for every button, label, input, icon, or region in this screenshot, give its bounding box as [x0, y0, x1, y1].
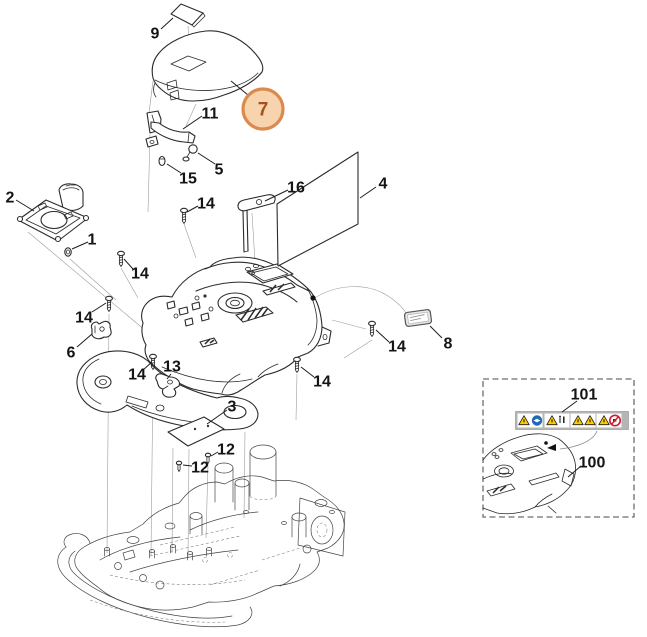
prohibition-icon: [608, 414, 622, 427]
hatched-trim-bar: [262, 282, 296, 296]
callout-11[interactable]: 11: [202, 106, 219, 123]
hatched-label-recess: [235, 306, 274, 323]
part-8-module-drawing: [403, 309, 433, 327]
callout-16[interactable]: 16: [287, 180, 305, 197]
part-4-panel-drawing: [276, 151, 359, 267]
screw-icon: [149, 353, 157, 370]
warning-triangle-icon: [572, 415, 584, 426]
callout-14-b[interactable]: 14: [131, 266, 149, 283]
callout-15[interactable]: 15: [179, 171, 197, 188]
part-101-warning-strip: [515, 411, 629, 430]
callout-14-c[interactable]: 14: [75, 310, 93, 327]
callout-2[interactable]: 2: [6, 190, 15, 207]
callout-7[interactable]: 7: [258, 100, 269, 121]
part-3-plate-drawing: [167, 416, 225, 447]
clip-details: [166, 294, 214, 327]
callout-14-a[interactable]: 14: [197, 196, 215, 213]
part-13-lever-drawing: [155, 373, 180, 398]
callout-9[interactable]: 9: [151, 26, 160, 43]
projection-lines: [27, 25, 407, 559]
part-15-pin-drawing: [158, 155, 166, 167]
part-9-sticker-drawing: [170, 3, 206, 28]
keep-distance-icon: [559, 415, 565, 423]
warning-label-inset-box: 101 100: [482, 378, 635, 518]
callout-12-a[interactable]: 12: [217, 442, 235, 459]
screw-12-drawings: [175, 452, 212, 472]
callout-101[interactable]: 101: [571, 387, 598, 404]
callout-4[interactable]: 4: [379, 176, 388, 193]
part-2-bracket-drawing: [16, 183, 90, 243]
warning-triangle-icon: [518, 415, 530, 426]
warning-triangle-icon: [598, 415, 610, 426]
front-label-recess: [199, 337, 218, 348]
warning-triangle-icon: [546, 415, 558, 426]
chassis-studs: [104, 510, 335, 561]
upper-housing-drawing: [141, 256, 332, 396]
lower-chassis-ghost-drawing: [57, 444, 346, 628]
label-placement-curve: [559, 430, 598, 450]
screw-icon: [180, 207, 188, 224]
callout-5[interactable]: 5: [215, 162, 224, 179]
callout-6[interactable]: 6: [67, 345, 76, 362]
inset-dashed-border: [482, 378, 635, 518]
part-5-fastener-drawing: [182, 144, 198, 162]
screw-14-drawings: [105, 207, 376, 373]
part-7-hood-drawing: [151, 30, 264, 102]
rotary-knob-drawing: [217, 292, 253, 314]
callout-14-d[interactable]: 14: [128, 367, 146, 384]
callout-13[interactable]: 13: [163, 359, 181, 376]
callout-12-b[interactable]: 12: [191, 460, 209, 477]
callout-1[interactable]: 1: [88, 232, 97, 249]
leader-lines: [15, 17, 443, 467]
callout-3[interactable]: 3: [228, 399, 237, 416]
callout-14-f[interactable]: 14: [388, 339, 406, 356]
callout-8[interactable]: 8: [444, 336, 453, 353]
screw-icon: [204, 452, 212, 464]
display-panel: [246, 263, 294, 284]
screw-icon: [293, 356, 301, 373]
part-11-bracket-drawing: [145, 110, 196, 148]
highlighted-callout-7[interactable]: 7: [241, 87, 285, 131]
placement-arrowhead: [547, 444, 556, 451]
part-6-clip-drawing: [90, 320, 112, 340]
screw-icon: [368, 320, 376, 337]
callout-labels: 9 11 5 15 16 4 2 1 14 14 14 14 14 14 6 1…: [6, 26, 453, 477]
screw-icon: [117, 250, 125, 267]
antenna-terminal-dot: [310, 295, 316, 301]
callout-100[interactable]: 100: [579, 455, 606, 472]
read-manual-icon: [531, 415, 543, 426]
part-100-machine-drawing: [482, 433, 576, 515]
part-16-strip-drawing: [237, 194, 276, 253]
callout-14-e[interactable]: 14: [313, 374, 331, 391]
warning-triangle-icon: [584, 415, 596, 426]
part-1-grommet-drawing: [64, 247, 72, 257]
screw-icon: [105, 295, 113, 312]
screw-icon: [175, 460, 183, 472]
